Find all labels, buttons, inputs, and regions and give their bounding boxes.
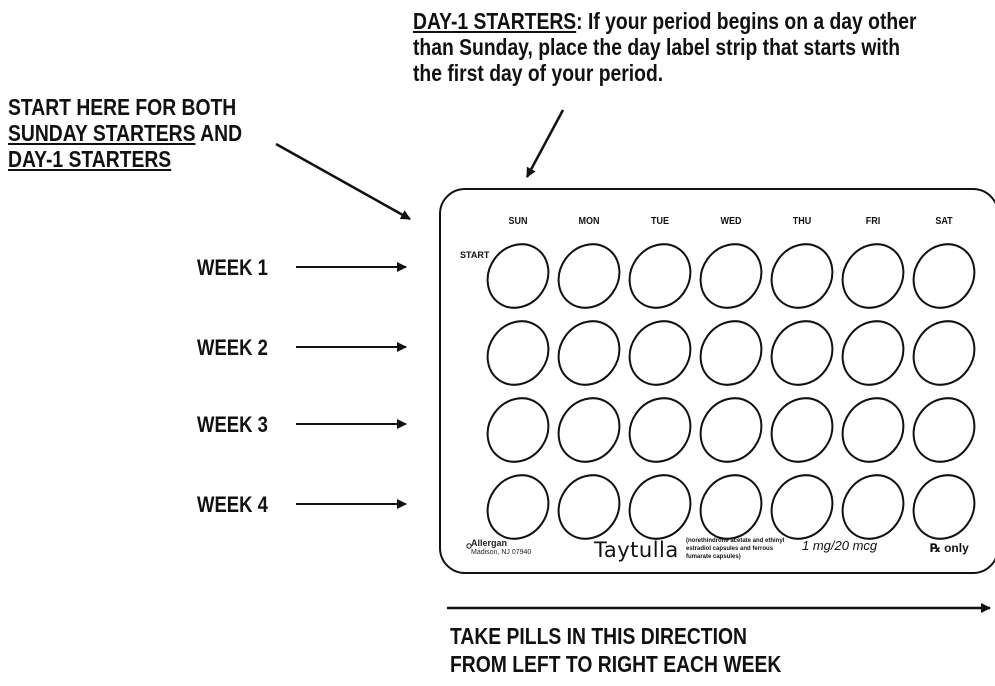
day-label-thu: THU	[792, 216, 812, 227]
direction-note-line2: FROM LEFT TO RIGHT EACH WEEK	[450, 651, 782, 677]
start-here-note: START HERE FOR BOTH SUNDAY STARTERS AND …	[8, 94, 242, 172]
pill-blister-week4-wed	[699, 474, 763, 540]
week-1-label: WEEK 1	[197, 255, 268, 280]
day1-starters-note: DAY-1 STARTERS: If your period begins on…	[413, 8, 916, 86]
day-label-sat: SAT	[935, 216, 953, 227]
direction-note-line1: TAKE PILLS IN THIS DIRECTION	[450, 623, 747, 649]
pill-blister-week2-wed	[699, 320, 763, 386]
day1-starters-heading: DAY-1 STARTERS	[413, 8, 577, 34]
blister-card	[439, 188, 995, 574]
pill-blister-week3-sun	[486, 397, 550, 463]
pill-blister-week4-mon	[557, 474, 621, 540]
day1-starters-line2: than Sunday, place the day label strip t…	[413, 34, 901, 60]
week-3-label: WEEK 3	[197, 412, 268, 437]
manufacturer-location: Madison, NJ 07940	[471, 549, 532, 556]
pill-blister-week2-mon	[557, 320, 621, 386]
manufacturer-block: Allergan Madison, NJ 07940	[471, 538, 531, 558]
pill-blister-week2-fri	[841, 320, 905, 386]
pill-blister-week4-fri	[841, 474, 905, 540]
pill-blister-week4-thu	[770, 474, 834, 540]
pill-blister-week4-sat	[912, 474, 976, 540]
pill-blister-week1-fri	[841, 243, 905, 309]
start-here-line1: START HERE FOR BOTH	[8, 94, 237, 120]
pill-blister-week3-tue	[628, 397, 692, 463]
product-description: (norethindrone acetate and ethinyl estra…	[686, 538, 785, 560]
pill-blister-week1-tue	[628, 243, 692, 309]
pill-blister-week3-wed	[699, 397, 763, 463]
day-label-tue: TUE	[651, 216, 669, 227]
week-2-label: WEEK 2	[197, 335, 268, 360]
allergan-logo-icon	[466, 543, 472, 549]
pill-blister-week2-sat	[912, 320, 976, 386]
start-here-pointer-arrow	[275, 142, 411, 221]
day-label-mon: MON	[578, 216, 600, 227]
pill-blister-week2-sun	[486, 320, 550, 386]
manufacturer-name: Allergan	[471, 538, 508, 548]
card-start-label: START	[460, 250, 490, 260]
week-4-label: WEEK 4	[197, 492, 268, 517]
pill-grid	[486, 243, 976, 540]
pill-blister-week3-sat	[912, 397, 976, 463]
pill-blister-week3-fri	[841, 397, 905, 463]
pill-blister-week3-mon	[557, 397, 621, 463]
direction-note: TAKE PILLS IN THIS DIRECTION FROM LEFT T…	[450, 622, 781, 678]
pill-blister-week2-thu	[770, 320, 834, 386]
sunday-starters-label: SUNDAY STARTERS	[8, 120, 196, 146]
dose-label: 1 mg/20 mcg	[802, 538, 878, 553]
pill-blister-week1-thu	[770, 243, 834, 309]
day-label-fri: FRI	[865, 216, 881, 227]
day-label-wed: WED	[720, 216, 742, 227]
pill-blister-week2-tue	[628, 320, 692, 386]
brand-name: Taytulla	[594, 538, 679, 562]
pill-blister-week4-tue	[628, 474, 692, 540]
start-here-line2-rest: AND	[195, 120, 243, 146]
day-label-sun: SUN	[508, 216, 528, 227]
pill-blister-week1-sun	[486, 243, 550, 309]
day1-starters-label: DAY-1 STARTERS	[8, 146, 172, 172]
pill-blister-week3-thu	[770, 397, 834, 463]
day1-starters-line1: : If your period begins on a day other	[576, 8, 917, 34]
pill-blister-week4-sun	[486, 474, 550, 540]
pill-blister-week1-wed	[699, 243, 763, 309]
day1-pointer-arrow	[525, 109, 565, 178]
pill-blister-week1-sat	[912, 243, 976, 309]
day1-starters-line3: the first day of your period.	[413, 60, 664, 86]
pill-blister-week1-mon	[557, 243, 621, 309]
rx-only-label: ℞ only	[930, 541, 969, 555]
